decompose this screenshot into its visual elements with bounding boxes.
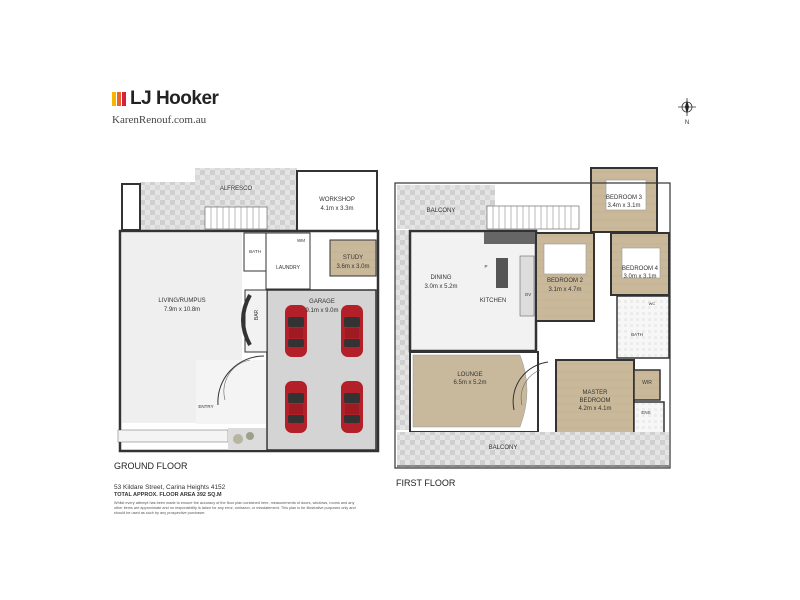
label-lounge: LOUNGE (457, 372, 482, 378)
label-study-size: 3.6m x 3.0m (336, 264, 369, 270)
label-ensuite: ENS (641, 410, 650, 415)
label-dining-size: 3.0m x 5.2m (424, 284, 457, 290)
study-room (329, 239, 377, 277)
label-pantry: P (484, 264, 487, 269)
label-entry: ENTRY (198, 404, 213, 409)
dining-kitchen-area (408, 229, 538, 353)
label-living-size: 7.9m x 10.8m (164, 307, 200, 313)
label-wm: WM (297, 238, 305, 243)
ground-floor-plan (117, 168, 380, 453)
label-bedroom-3: BEDROOM 3 (606, 195, 643, 201)
brand-url[interactable]: KarenRenouf.com.au (112, 114, 207, 126)
label-garage: GARAGE (309, 299, 335, 305)
balcony-top (397, 185, 495, 229)
label-bedroom-2: BEDROOM 2 (547, 278, 584, 284)
lounge-room (412, 354, 528, 428)
label-balcony-bottom: BALCONY (489, 445, 518, 451)
label-workshop: WORKSHOP (319, 197, 355, 203)
label-bedroom-4-size: 3.0m x 3.1m (623, 274, 656, 280)
wir-room (633, 369, 661, 401)
label-workshop-size: 4.1m x 3.3m (320, 206, 353, 212)
compass-icon: N (678, 98, 696, 126)
compass-label: N (685, 120, 689, 126)
label-bath-first: BATH (631, 332, 643, 337)
label-wir: WIR (642, 380, 652, 386)
label-bath-ground: BATH (249, 249, 261, 254)
label-garage-size: 9.1m x 9.0m (305, 308, 338, 314)
label-bar: BAR (254, 309, 260, 320)
label-living: LIVING/RUMPUS (158, 298, 205, 304)
label-wc: WC (649, 301, 656, 306)
label-oven: OV (525, 292, 532, 297)
balcony-bottom (397, 432, 669, 468)
label-lounge-size: 6.5m x 5.2m (453, 380, 486, 386)
first-floor-plan (394, 167, 671, 469)
label-bedroom-4: BEDROOM 4 (622, 266, 659, 272)
label-study: STUDY (343, 255, 363, 261)
label-laundry: LAUNDRY (276, 265, 300, 271)
label-master: MASTER (582, 390, 608, 396)
first-floor-title: FIRST FLOOR (396, 478, 456, 488)
ensuite-room (633, 401, 665, 435)
label-bedroom-2-size: 3.1m x 4.7m (548, 287, 581, 293)
label-master-2: BEDROOM (579, 398, 610, 404)
label-master-size: 4.2m x 4.1m (578, 406, 611, 412)
brand-name: LJ Hooker (130, 88, 219, 109)
label-alfresco: ALFRESCO (220, 186, 253, 192)
room-labels: ALFRESCO WORKSHOP 4.1m x 3.3m BATH WM ST… (158, 186, 658, 451)
bathroom-first (616, 295, 670, 359)
label-kitchen: KITCHEN (480, 298, 506, 304)
property-address: 53 Kildare Street, Carina Heights 4152 (114, 484, 226, 491)
ground-floor-title: GROUND FLOOR (114, 461, 188, 471)
brand-logo-mark (112, 92, 126, 106)
master-bedroom-room (555, 359, 635, 435)
label-dining: DINING (431, 275, 452, 281)
disclaimer-text: Whilst every attempt has been made to en… (114, 501, 356, 515)
floor-area: TOTAL APPROX. FLOOR AREA 392 SQ.M (114, 492, 222, 498)
label-balcony-top: BALCONY (427, 208, 456, 214)
label-bedroom-3-size: 3.4m x 3.1m (607, 203, 640, 209)
